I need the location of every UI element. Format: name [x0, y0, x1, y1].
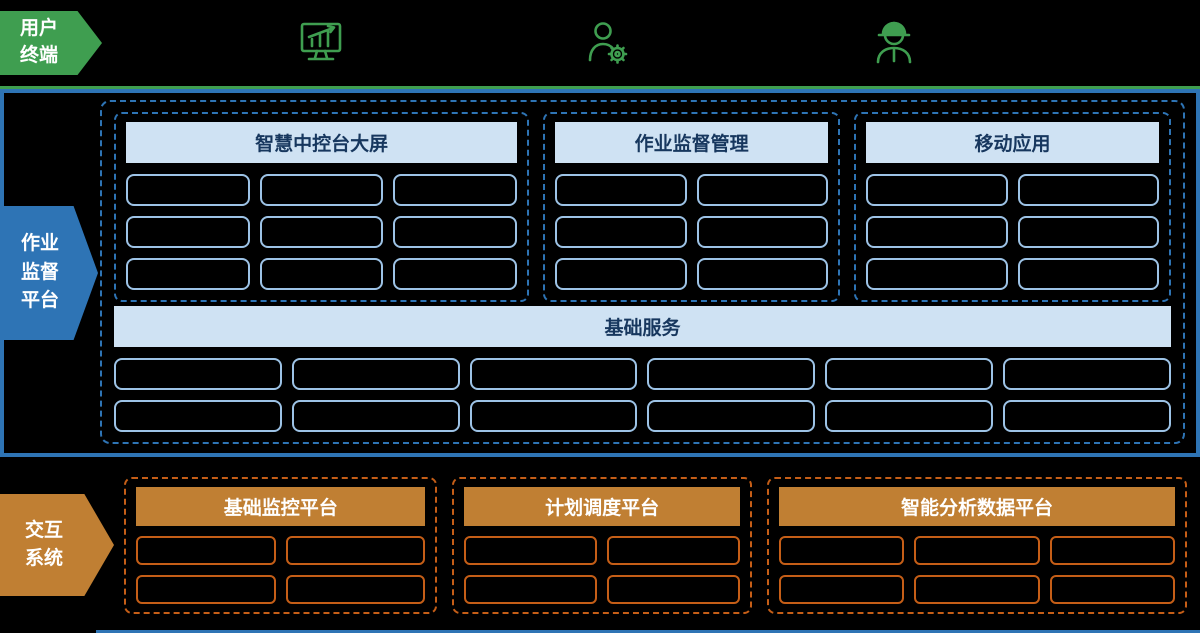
placeholder-box — [555, 216, 687, 248]
worker-helmet-icon — [870, 19, 918, 67]
placeholder-box — [114, 358, 282, 390]
interaction-groups-row: 基础监控平台 计划调度平台 智能分析数据平台 — [124, 476, 1187, 614]
platform-groups-row: 智慧中控台大屏 作业监督管理 移动应用 — [114, 112, 1171, 302]
interaction-system-label-line: 系统 — [24, 548, 63, 569]
user-terminal-label-line: 用户 — [19, 18, 58, 40]
group-supervision-management: 作业监督管理 — [543, 112, 841, 302]
placeholder-box — [914, 574, 1040, 604]
placeholder-box — [285, 574, 426, 604]
placeholder-box — [607, 535, 740, 565]
group-title: 移动应用 — [866, 122, 1159, 163]
group-title: 作业监督管理 — [555, 122, 829, 163]
placeholder-box — [1003, 400, 1171, 432]
placeholder-box — [555, 174, 687, 206]
group-title: 计划调度平台 — [464, 486, 740, 526]
group-plan-scheduling-platform: 计划调度平台 — [452, 476, 752, 614]
user-terminal-icons — [102, 19, 1200, 67]
user-terminal-label: 用户 终端 — [0, 11, 102, 75]
group-basic-monitoring-platform: 基础监控平台 — [124, 476, 438, 614]
placeholder-grid — [778, 535, 1175, 604]
placeholder-box — [696, 258, 829, 290]
placeholder-box — [866, 258, 1008, 290]
placeholder-box — [393, 216, 518, 248]
dashboard-monitor-icon — [294, 19, 346, 67]
placeholder-box — [647, 358, 816, 390]
placeholder-box — [1049, 574, 1175, 604]
group-title: 智慧中控台大屏 — [126, 122, 518, 163]
placeholder-box — [1003, 358, 1171, 390]
placeholder-grid — [126, 174, 518, 290]
placeholder-box — [866, 216, 1008, 248]
placeholder-box — [259, 258, 384, 290]
placeholder-grid — [866, 174, 1159, 290]
placeholder-box — [393, 174, 518, 206]
placeholder-box — [126, 216, 250, 248]
placeholder-box — [291, 358, 460, 390]
interaction-system-band: 交互 系统 基础监控平台 计划调度平台 智能分析数据平台 — [0, 457, 1200, 633]
interaction-system-label: 交互 系统 — [0, 494, 114, 596]
placeholder-box — [126, 258, 250, 290]
placeholder-grid — [555, 174, 829, 290]
supervision-platform-label-line: 作业 — [20, 233, 59, 255]
user-terminal-band: 用户 终端 — [0, 0, 1200, 89]
placeholder-box — [285, 535, 426, 565]
bottom-border-line — [96, 630, 1200, 633]
group-title: 智能分析数据平台 — [778, 486, 1175, 526]
placeholder-box — [259, 216, 384, 248]
placeholder-box — [607, 574, 740, 604]
placeholder-box — [259, 174, 384, 206]
supervision-platform-label-line: 监督 — [20, 261, 59, 283]
placeholder-box — [136, 574, 276, 604]
placeholder-box — [825, 400, 994, 432]
supervision-platform-band: 作业 监督 平台 智慧中控台大屏 作业监督管理 移动应用 基 — [0, 89, 1200, 457]
placeholder-box — [555, 258, 687, 290]
operator-person-icon — [584, 19, 632, 67]
group-intelligent-analysis-data-platform: 智能分析数据平台 — [766, 476, 1187, 614]
placeholder-box — [291, 400, 460, 432]
placeholder-box — [114, 400, 282, 432]
placeholder-grid — [114, 358, 1171, 432]
placeholder-box — [469, 400, 638, 432]
group-mobile-app: 移动应用 — [854, 112, 1171, 302]
placeholder-box — [866, 174, 1008, 206]
group-title: 基础监控平台 — [136, 486, 426, 526]
group-smart-console: 智慧中控台大屏 — [114, 112, 530, 302]
placeholder-box — [126, 174, 250, 206]
placeholder-box — [1017, 216, 1159, 248]
group-base-services: 基础服务 — [114, 306, 1171, 432]
interaction-system-label-line: 交互 — [24, 520, 63, 542]
placeholder-box — [1017, 258, 1159, 290]
placeholder-box — [914, 535, 1040, 565]
user-terminal-label-line: 终端 — [19, 45, 58, 66]
placeholder-box — [1017, 174, 1159, 206]
placeholder-box — [778, 574, 905, 604]
placeholder-box — [696, 174, 829, 206]
supervision-platform-label-line: 平台 — [20, 290, 59, 312]
placeholder-box — [647, 400, 816, 432]
placeholder-box — [696, 216, 829, 248]
placeholder-grid — [464, 535, 740, 604]
placeholder-box — [464, 574, 598, 604]
supervision-platform-label: 作业 监督 平台 — [4, 206, 98, 340]
placeholder-box — [825, 358, 994, 390]
placeholder-grid — [136, 535, 426, 604]
platform-container: 智慧中控台大屏 作业监督管理 移动应用 基础服务 — [100, 100, 1185, 444]
placeholder-box — [393, 258, 518, 290]
placeholder-box — [778, 535, 905, 565]
placeholder-box — [136, 535, 276, 565]
placeholder-box — [464, 535, 598, 565]
group-title: 基础服务 — [114, 306, 1171, 347]
placeholder-box — [1049, 535, 1175, 565]
placeholder-box — [469, 358, 638, 390]
